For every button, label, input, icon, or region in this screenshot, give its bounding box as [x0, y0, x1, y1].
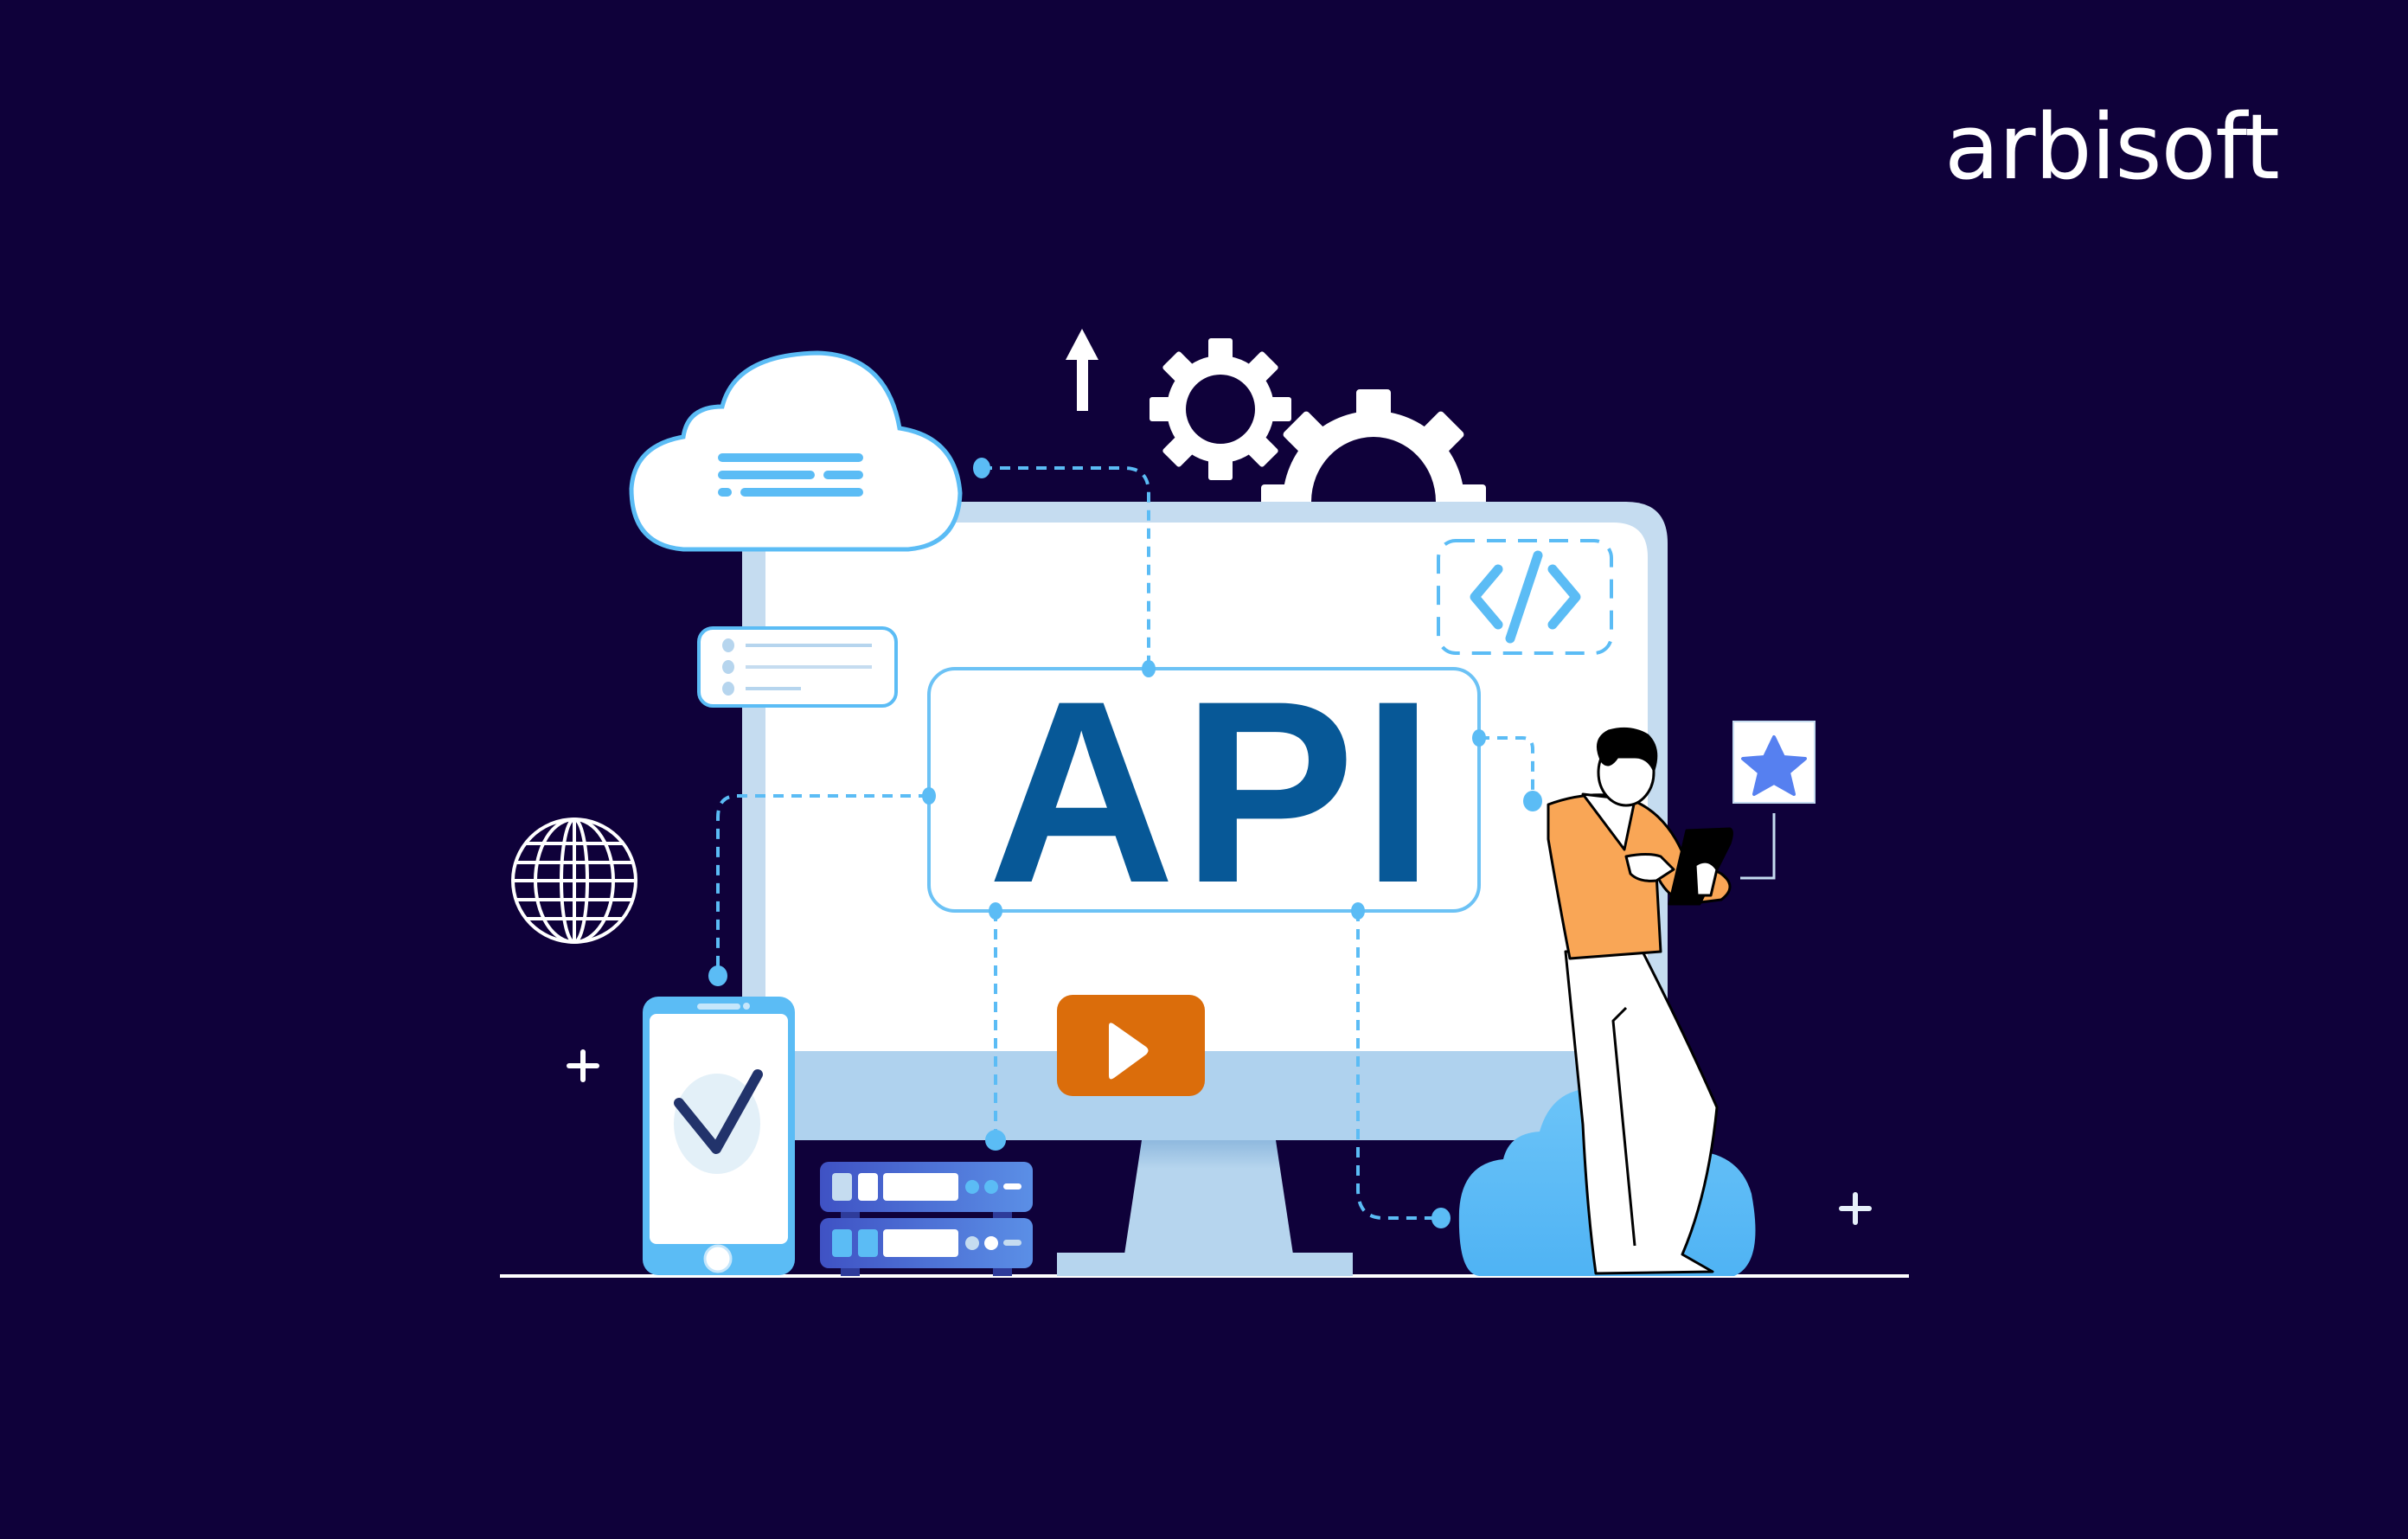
monitor-stand	[1124, 1140, 1293, 1254]
plus-icon-left	[567, 1049, 599, 1082]
connector-lines	[716, 466, 1534, 1220]
arrow-up-icon	[1066, 329, 1098, 411]
server-rack-icon	[820, 1162, 1033, 1276]
globe-icon	[511, 818, 637, 944]
cloud-icon	[629, 350, 963, 552]
person-with-tablet	[1547, 727, 1733, 1275]
list-card-icon	[697, 626, 898, 708]
arbisoft-logo: arbisoft	[1944, 94, 2280, 200]
api-label: API	[987, 646, 1442, 937]
plus-icon-right	[1839, 1192, 1872, 1225]
smartphone-checkmark-icon	[643, 997, 795, 1275]
code-icon	[1437, 539, 1613, 655]
connector-dots	[708, 458, 1542, 1228]
play-button-icon	[1057, 995, 1205, 1096]
star-card-icon	[1732, 721, 1816, 880]
monitor-base	[1057, 1253, 1353, 1276]
